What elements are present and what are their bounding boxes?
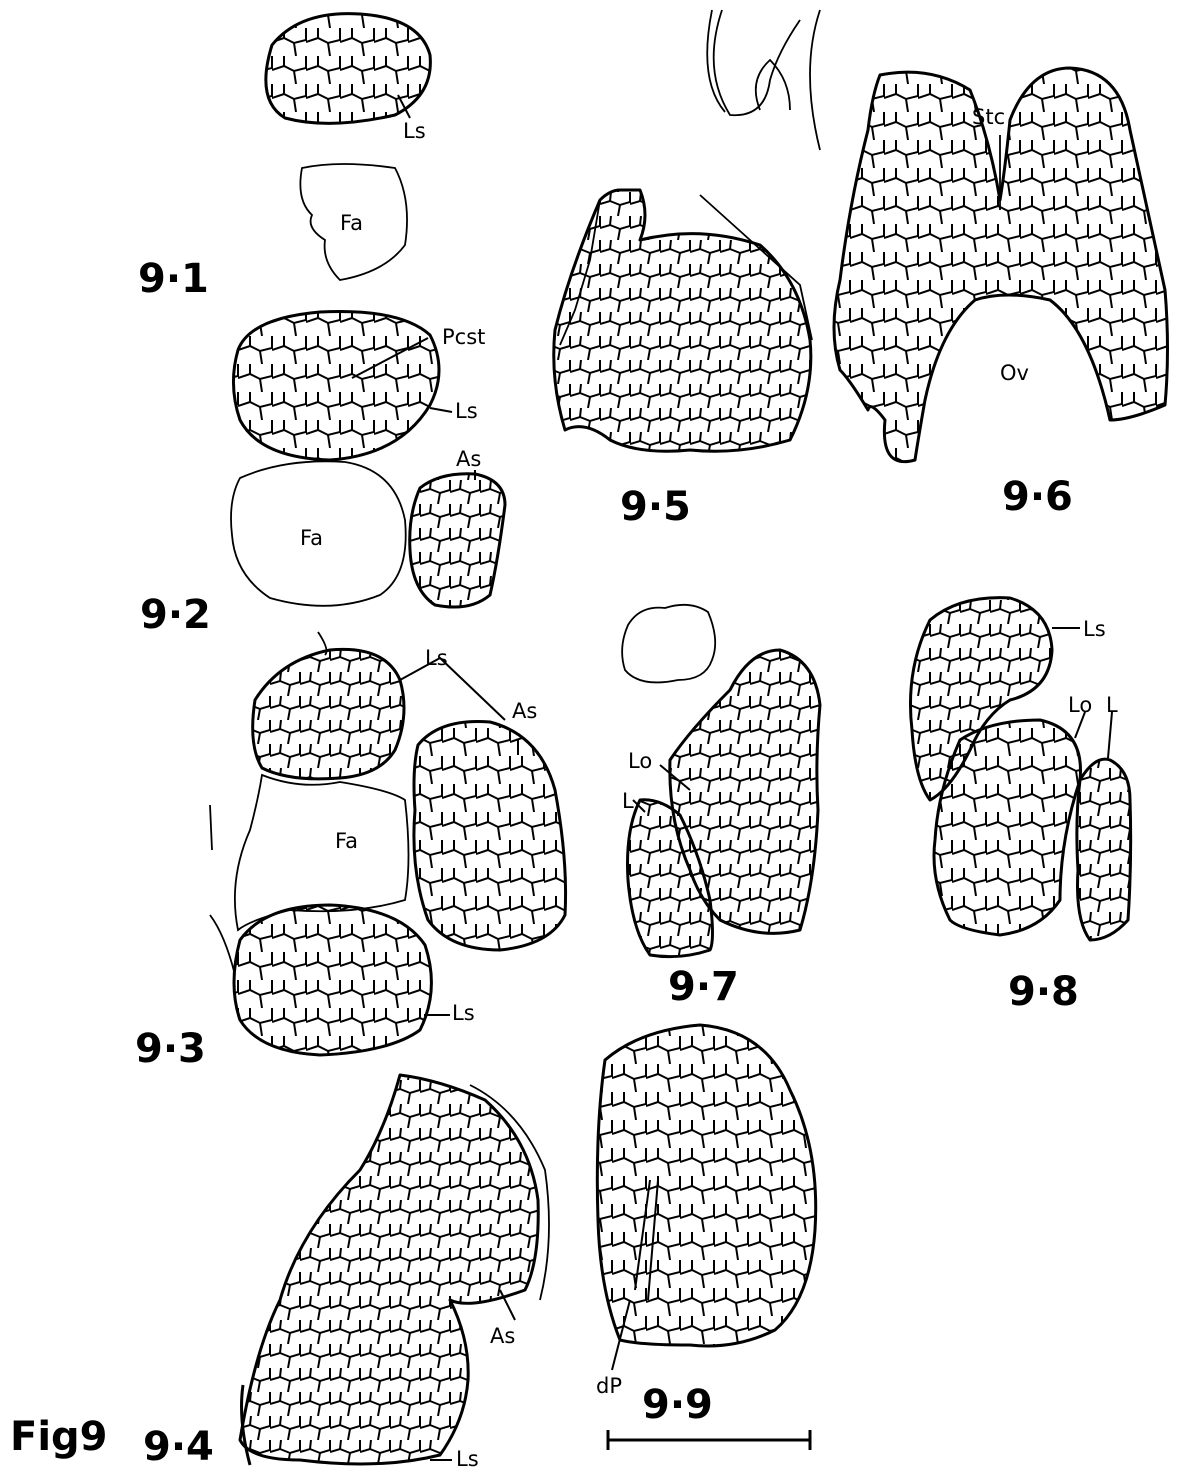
panel-label-9-5: 9·5	[620, 484, 691, 530]
label-ov-9-6: Ov	[1000, 361, 1029, 385]
label-lo-9-8: Lo	[1068, 693, 1092, 717]
panel-label-9-6: 9·6	[1002, 474, 1073, 520]
label-fa-9-2: Fa	[300, 526, 323, 550]
panel-9-9-drawing	[597, 1025, 815, 1346]
auricle-scale-9-3	[414, 721, 566, 950]
figure-label: Fig9	[10, 1414, 108, 1460]
panel-label-9-4: 9·4	[143, 1424, 214, 1470]
panel-9-5-drawing	[554, 10, 820, 451]
leaf-section-9-1	[266, 14, 431, 124]
fern-axis-edge-small-9-3	[210, 805, 212, 850]
outline-sketch-9-7	[622, 605, 715, 683]
label-ls-9-3-top: Ls	[425, 646, 448, 670]
leaf-primordium-9-8	[1077, 759, 1131, 940]
label-l-9-8: L	[1106, 693, 1118, 717]
label-as-9-2: As	[456, 447, 481, 471]
fern-axis-edge-left-9-3	[210, 915, 235, 975]
label-stc-9-6: Stc	[972, 105, 1005, 129]
shoot-apex-9-4	[240, 1075, 538, 1464]
label-ls-9-2: Ls	[455, 399, 478, 423]
auricle-scale-9-2	[410, 474, 505, 607]
outline-sketch-9-5	[707, 10, 820, 150]
label-as-9-3: As	[512, 699, 537, 723]
label-fa-9-1: Fa	[340, 211, 363, 235]
scale-bar	[608, 1430, 810, 1450]
label-ls-9-8: Ls	[1083, 617, 1106, 641]
label-ls-9-4: Ls	[456, 1447, 479, 1471]
apex-section-9-9	[597, 1025, 815, 1346]
panel-label-9-3: 9·3	[135, 1026, 206, 1072]
label-l-9-7: L	[622, 789, 634, 813]
panel-9-4-drawing	[240, 1075, 549, 1465]
lobe-9-8	[934, 720, 1081, 935]
label-ls-9-1: Ls	[403, 119, 426, 143]
label-as-9-4: As	[490, 1324, 515, 1348]
panel-9-8-drawing	[910, 598, 1130, 940]
panel-label-9-8: 9·8	[1008, 969, 1079, 1015]
leaf-section-9-3-bottom	[234, 905, 431, 1055]
panel-9-7-drawing	[622, 605, 820, 957]
panel-label-9-7: 9·7	[668, 964, 739, 1010]
label-pcst-9-2: Pcst	[442, 325, 485, 349]
label-ls-9-3-bottom: Ls	[452, 1001, 475, 1025]
leaf-section-9-3-top	[253, 649, 404, 779]
label-lo-9-7: Lo	[628, 749, 652, 773]
panel-9-3-drawing	[210, 632, 566, 1055]
panel-label-9-2: 9·2	[140, 592, 211, 638]
panel-label-9-9: 9·9	[642, 1382, 713, 1428]
leaf-section-9-2	[233, 311, 439, 460]
label-dp-9-9: dP	[596, 1374, 622, 1398]
label-fa-9-3: Fa	[335, 829, 358, 853]
apex-section-9-5	[554, 190, 811, 451]
panel-label-9-1: 9·1	[138, 256, 209, 302]
panel-9-1-drawing	[266, 14, 431, 280]
